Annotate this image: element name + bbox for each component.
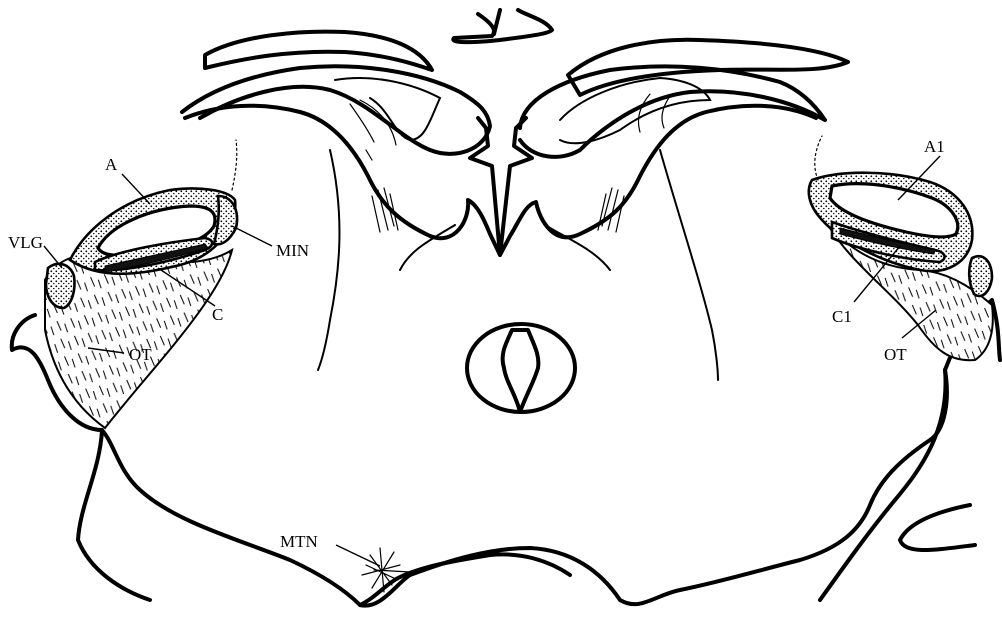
label-ot-left: OT	[129, 345, 152, 364]
inner-curve-left	[400, 225, 455, 270]
brainstem-outline	[185, 106, 816, 255]
label-c: C	[212, 305, 223, 324]
nucleus-min	[214, 196, 237, 244]
right-lower-loop	[900, 505, 975, 550]
top-midline-structure	[453, 10, 552, 42]
leader-mtn	[336, 545, 380, 566]
nucleus-vlg	[46, 264, 75, 308]
central-ventricle	[467, 324, 575, 412]
dorsal-plate-left	[205, 32, 432, 70]
inner-boundary-left	[318, 150, 339, 370]
dotted-projection-right	[815, 136, 822, 180]
inner-curve-right	[545, 225, 610, 270]
tectal-layer-left	[335, 78, 440, 140]
ventricle-lumen	[503, 330, 539, 412]
label-min: MIN	[276, 241, 309, 260]
label-a: A	[105, 155, 118, 174]
fiber-streaks-left	[366, 150, 398, 232]
dotted-projection-left	[232, 140, 237, 190]
midline-notch	[470, 118, 532, 255]
label-a1: A1	[924, 137, 945, 156]
label-ot-right: OT	[884, 345, 907, 364]
right-lateral-nucleus	[969, 256, 992, 296]
label-c1: C1	[832, 307, 852, 326]
fiber-streaks-right	[598, 188, 624, 232]
label-mtn: MTN	[280, 532, 318, 551]
inner-boundary-right	[660, 150, 718, 380]
leader-min	[232, 226, 272, 246]
label-vlg: VLG	[8, 233, 43, 252]
ventral-bump	[360, 554, 570, 605]
